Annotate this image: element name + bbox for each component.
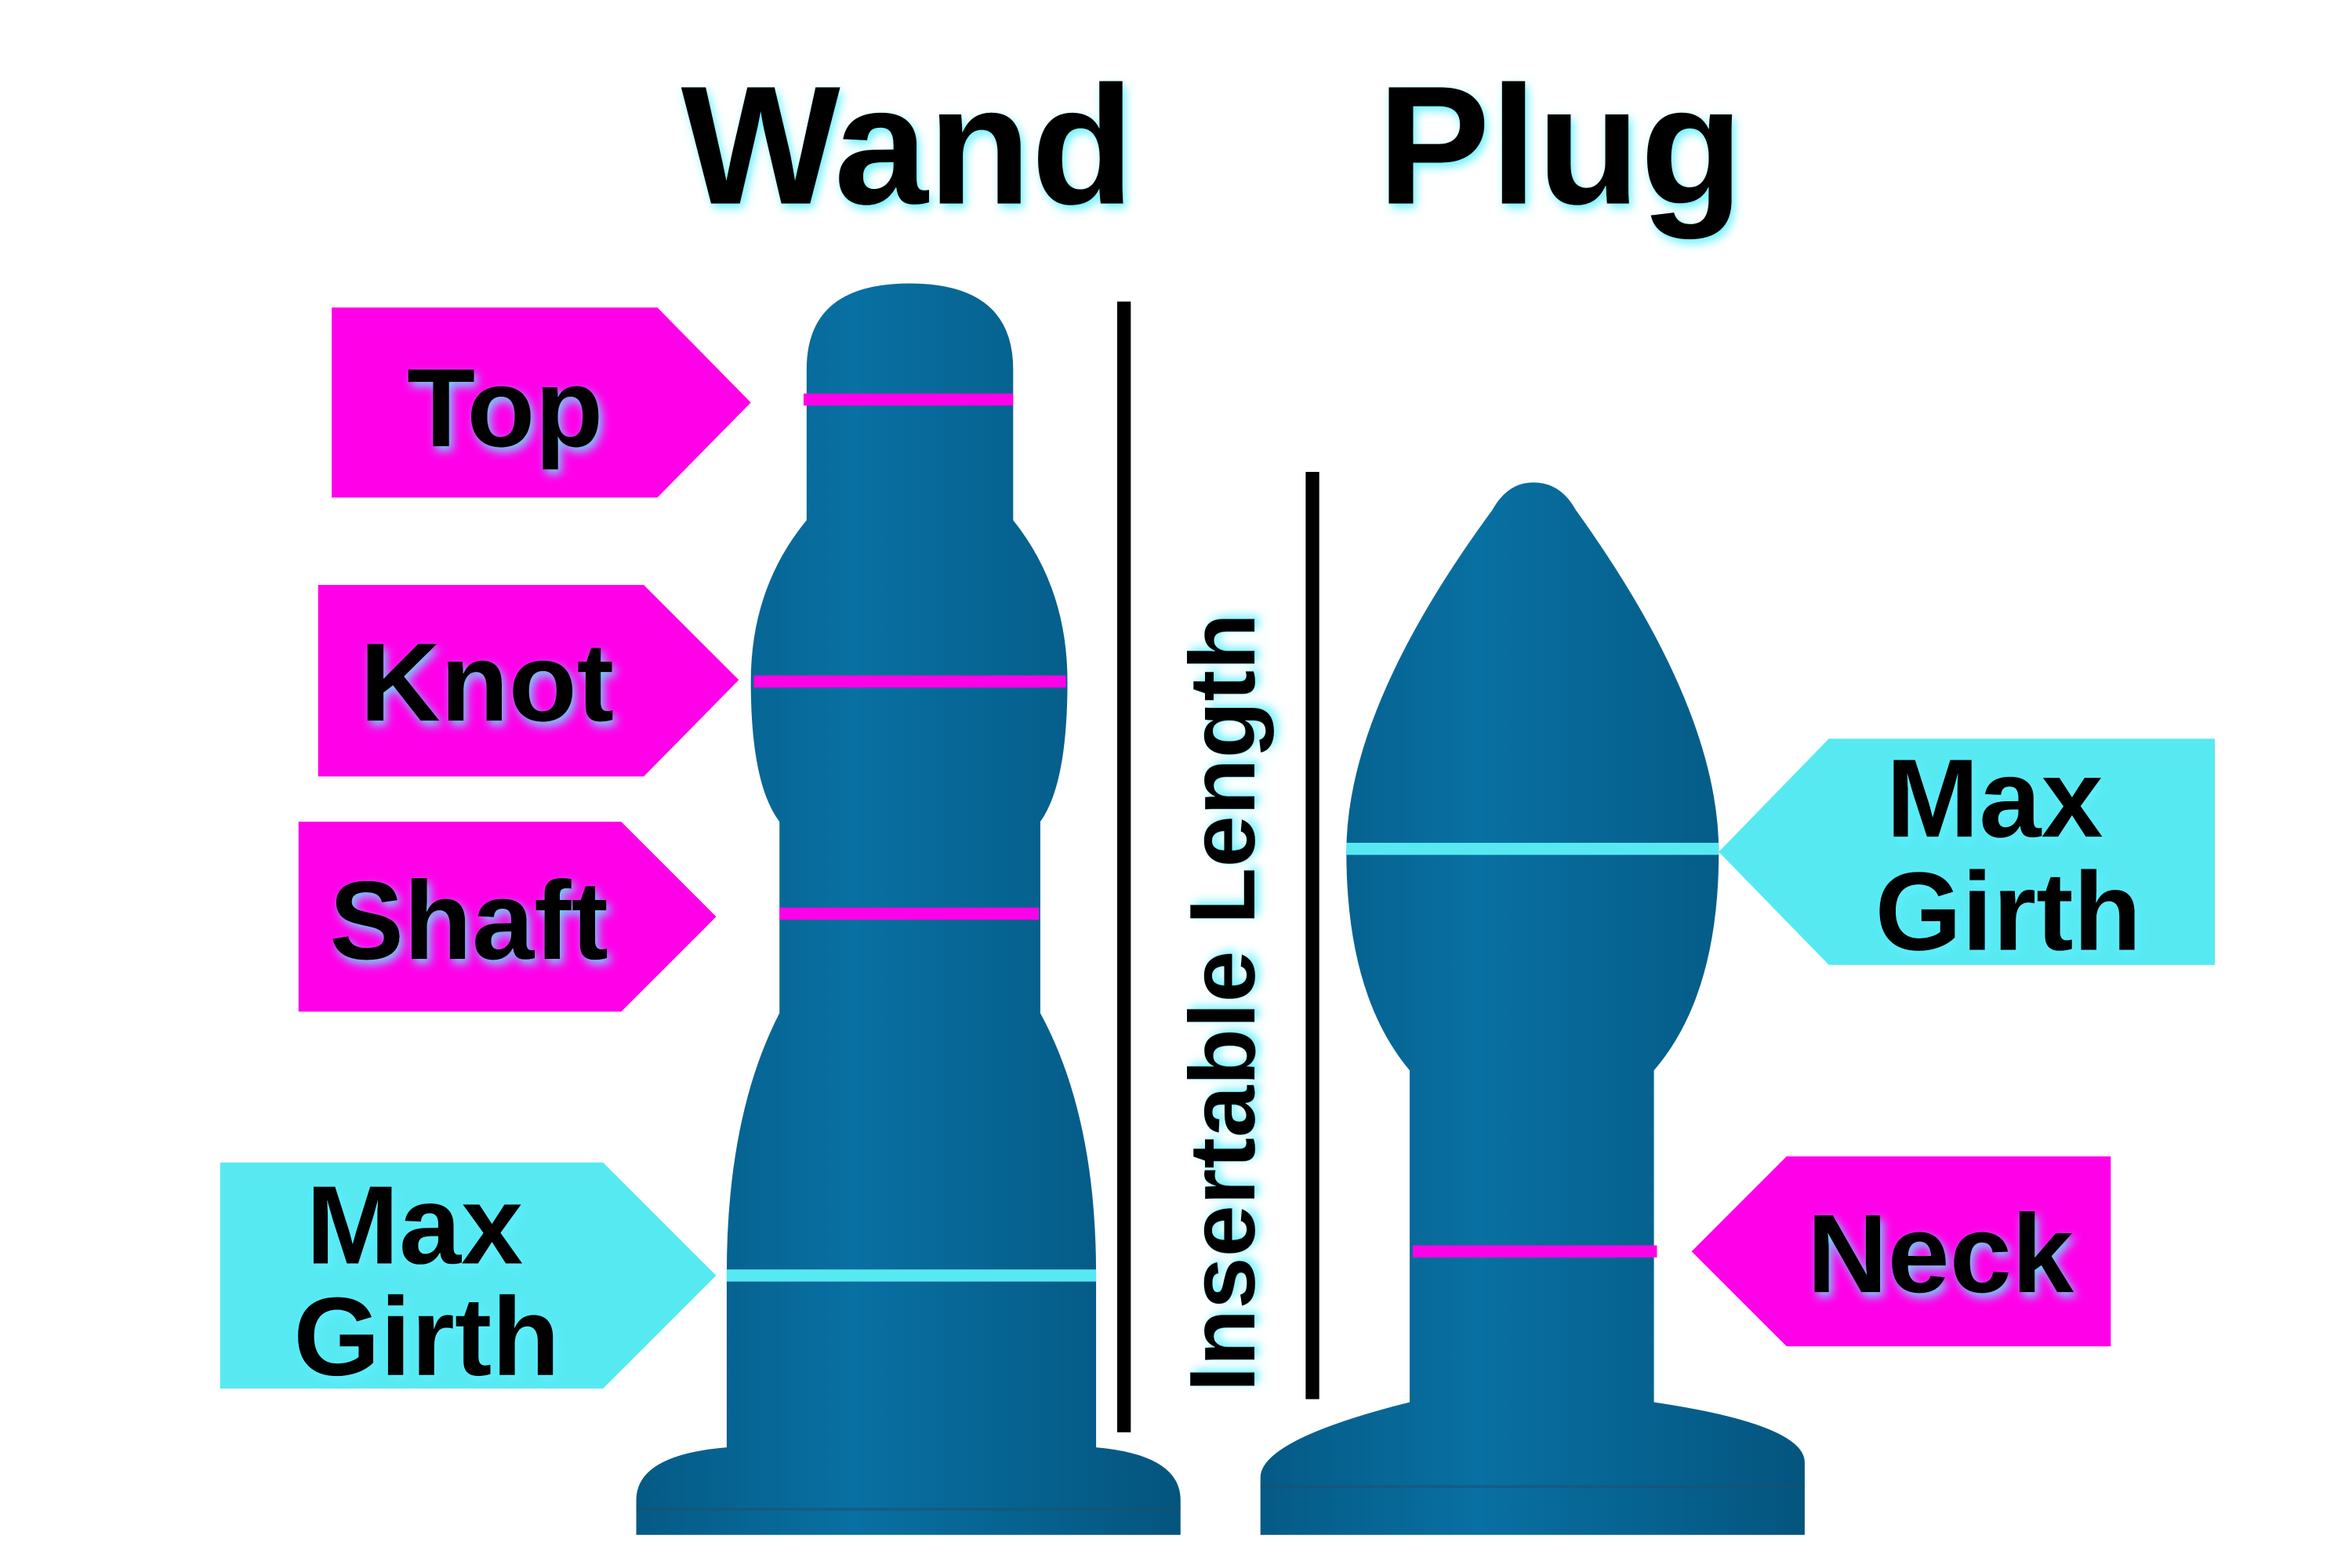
svg-text:Top: Top	[407, 346, 603, 470]
svg-text:Girth: Girth	[293, 1275, 560, 1399]
wand-top-line	[804, 393, 1014, 406]
plug-illustration	[1260, 482, 1805, 1535]
plug-max-girth-line	[1346, 843, 1719, 855]
svg-text:Knot: Knot	[360, 620, 614, 745]
wand-max-girth-line	[726, 1269, 1097, 1282]
plug-neck-line	[1412, 1245, 1657, 1258]
wand-illustration	[636, 283, 1181, 1535]
wand-label-shaft: Shaft	[298, 822, 717, 1012]
wand-label-knot: Knot	[318, 585, 739, 777]
svg-text:Shaft: Shaft	[329, 858, 608, 983]
plug-title: Plug	[1377, 51, 1744, 240]
wand-insertable-length-line	[1117, 301, 1131, 1432]
wand-knot-line	[753, 675, 1066, 688]
wand-label-top: Top	[332, 307, 751, 498]
svg-text:Max: Max	[306, 1163, 523, 1288]
wand-shaft-line	[779, 907, 1039, 920]
svg-text:Neck: Neck	[1807, 1192, 2074, 1316]
plug-label-max-girth: Max Girth	[1719, 736, 2215, 975]
wand-label-max-girth: Max Girth	[220, 1162, 717, 1399]
insertable-length-label: Insertable Length	[1171, 613, 1275, 1392]
svg-text:Girth: Girth	[1875, 850, 2142, 975]
plug-insertable-length-line	[1305, 471, 1319, 1399]
svg-text:Max: Max	[1886, 736, 2103, 861]
plug-label-neck: Neck	[1691, 1156, 2111, 1347]
wand-title: Wand	[681, 51, 1134, 240]
